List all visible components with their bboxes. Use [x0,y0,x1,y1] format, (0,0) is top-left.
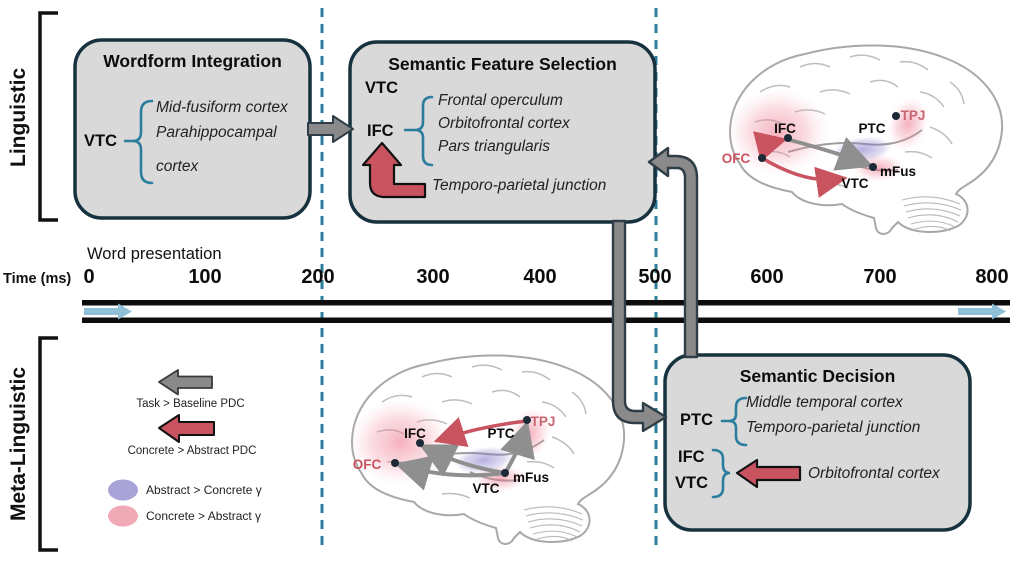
semantic-feature-feedback-region: Temporo-parietal junction [432,177,607,194]
legend-task-pdc-label: Task > Baseline PDC [136,398,245,410]
ptc-label: PTC [859,121,886,136]
ofc-feedback-arrow [735,458,802,489]
semantic-decision-ptc-label: PTC [680,411,713,429]
legend-purple-ellipse [108,479,138,501]
wordform-vtc-label: VTC [84,132,117,150]
tpj-node [523,416,531,424]
mfus-label: mFus [513,470,549,485]
brain-arrow-mfus-to-tpj [500,420,535,475]
legend-concrete-pdc-label: Concrete > Abstract PDC [127,445,257,457]
vtc-label: VTC [842,176,869,191]
connector-arrow-box2-to-box3 [611,219,668,433]
ifc-label: IFC [404,426,426,441]
ptc-label: PTC [488,426,515,441]
ofc-node [758,154,766,162]
brain-arrow-mfus-to-ifc [419,444,506,477]
timeline-bar-top [82,300,1010,306]
semantic-feature-region-1: Frontal operculum [438,92,563,109]
tick-700: 700 [863,266,897,288]
wordform-region-2: Parahippocampal [156,124,277,141]
wordform-region-3: cortex [156,158,199,175]
wordform-box-title: Wordform Integration [103,51,282,71]
tick-100: 100 [188,266,222,288]
tick-0: 0 [83,266,95,288]
legend-pink-ellipse [108,505,138,527]
ifc-node [416,439,424,447]
tick-500: 500 [638,266,672,288]
semantic-decision-vtc-label: VTC [675,474,708,492]
brain-arrow-ifc-to-mfus [789,136,874,171]
legend-gray-arrow [158,369,213,396]
semantic-decision-ptc-region-2: Temporo-parietal junction [746,419,921,436]
connector-arrow-box1-box2 [307,115,354,143]
meta-linguistic-bracket [38,336,58,552]
brain-arrow-mfus-to-ofc [394,455,506,491]
brain-arrow-tpj-to-ifc [433,416,528,447]
time-axis-label: Time (ms) [3,271,72,287]
ifc-label: IFC [774,121,796,136]
tick-400: 400 [523,266,557,288]
semantic-decision-ifc-label: IFC [678,448,705,466]
semantic-decision-box-title: Semantic Decision [739,366,896,386]
legend-concrete-gamma-label: Concrete > Abstract γ [146,509,262,523]
semantic-feature-ifc-label: IFC [367,122,394,140]
mfus-node [501,469,509,477]
word-presentation-label: Word presentation [87,245,222,263]
tick-200: 200 [301,266,335,288]
tpj-feedback-arrow [361,141,427,199]
legend-abstract-gamma-label: Abstract > Concrete γ [146,483,262,497]
ofc-node [391,459,399,467]
timeline-bar-bottom [82,317,1010,323]
mfus-label: mFus [880,164,916,179]
meta-linguistic-section-label: Meta-Linguistic [7,367,30,522]
semantic-decision-feedback-region: Orbitofrontal cortex [808,465,940,482]
timeline-arrow-right [958,303,1006,320]
tick-800: 800 [975,266,1009,288]
brain-arrow-ofc-to-vtc [761,156,848,198]
tick-600: 600 [750,266,784,288]
ifc-vtc-brace [711,448,731,499]
wordform-region-1: Mid-fusiform cortex [156,99,288,116]
brain-bottom-middle: IFC PTC TPJ OFC VTC mFus [347,354,626,545]
connector-arrow-box3-to-box2 [647,146,699,359]
timeline-arrow-left [84,303,132,320]
mfus-node [869,163,877,171]
ifc-node [784,134,792,142]
semantic-feature-region-2: Orbitofrontal cortex [438,115,570,132]
tpj-node [892,112,900,120]
ofc-label: OFC [722,151,751,166]
vtc-label: VTC [473,481,500,496]
semantic-decision-ptc-region-1: Middle temporal cortex [746,394,903,411]
linguistic-bracket [38,11,58,222]
legend-red-arrow [158,414,215,443]
semantic-feature-region-3: Pars triangularis [438,138,550,155]
brain-top-right: IFC PTC TPJ OFC VTC mFus [722,44,1004,235]
semantic-feature-vtc-label: VTC [365,79,398,97]
tpj-label: TPJ [531,414,556,429]
ofc-label: OFC [353,457,382,472]
linguistic-section-label: Linguistic [7,67,30,167]
tpj-label: TPJ [901,108,926,123]
semantic-feature-box-title: Semantic Feature Selection [388,54,617,74]
tick-300: 300 [416,266,450,288]
